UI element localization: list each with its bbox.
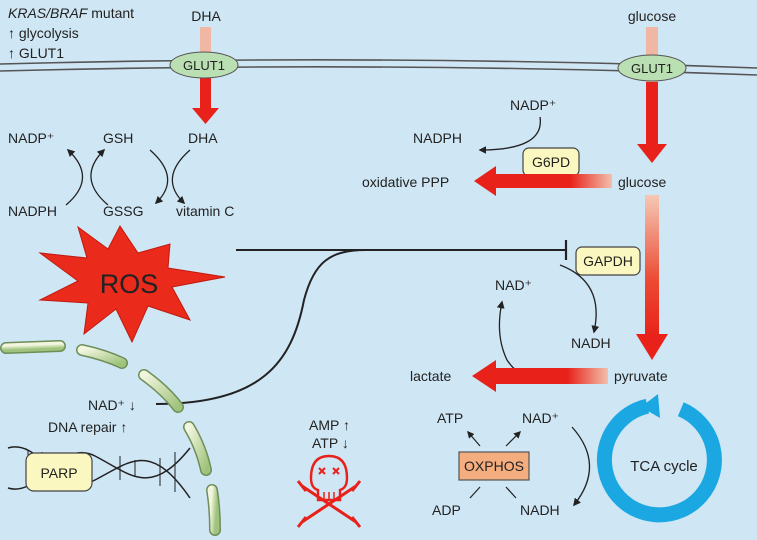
glut1-right-transporter: [617, 54, 687, 82]
lactate-arrow-body: [492, 368, 608, 384]
atp-label: ATP: [437, 410, 463, 426]
vitamin-c-label: vitamin C: [176, 203, 234, 219]
oxphos-to-atp-arrow: [467, 430, 481, 447]
nad-down-label: NAD⁺ ↓: [88, 397, 136, 413]
amp-up-label: AMP ↑: [309, 417, 350, 433]
kras-braf-label: KRAS/BRAF mutant: [8, 5, 134, 21]
adp-to-oxphos-line: [469, 486, 481, 499]
dha-mid-label: DHA: [188, 130, 218, 146]
oxphos-box: [458, 451, 530, 481]
glucose-arrow-head: [637, 144, 667, 163]
glucose-arrow-body: [646, 82, 658, 148]
glut1-left-label: GLUT1: [183, 58, 225, 73]
ros-starburst: [38, 225, 226, 344]
parp-label: PARP: [40, 465, 77, 481]
glucose-mid-label: glucose: [618, 174, 666, 190]
dha-arrow-body: [200, 78, 211, 112]
nadph-right-label: NADPH: [413, 130, 462, 146]
nad-to-nadh-arc: [559, 264, 600, 334]
nad-plus-ox-label: NAD⁺: [522, 410, 559, 426]
gsh-to-gssg-arc: [149, 149, 169, 205]
glycolysis-arrow-head: [636, 334, 668, 360]
up-glut1-label: ↑ GLUT1: [8, 45, 64, 61]
gssg-to-gsh-arc: [90, 148, 109, 206]
lactate-label: lactate: [410, 368, 451, 384]
glut1-left-transporter: [169, 51, 239, 79]
nadph-left-label: NADPH: [8, 203, 57, 219]
nadh-to-oxphos-line: [505, 486, 517, 499]
gapdh-label: GAPDH: [583, 253, 633, 269]
parp-inhibits-gapdh-curve: [155, 249, 367, 405]
tca-cycle-label: TCA cycle: [630, 458, 698, 475]
ros-label: ROS: [100, 269, 159, 299]
nad-plus-cycle-label: NAD⁺: [495, 277, 532, 293]
lactate-arrow-head: [472, 360, 496, 392]
tca-cycle-ring: [596, 398, 722, 523]
g6pd-label: G6PD: [532, 154, 570, 170]
gsh-label: GSH: [103, 130, 133, 146]
nadh-cycle-label: NADH: [571, 335, 611, 351]
ppp-arrow-head: [474, 166, 496, 196]
parp-box: [25, 452, 93, 492]
dha-arrow-head: [192, 108, 219, 124]
adp-label: ADP: [432, 502, 461, 518]
oxphos-to-nad-arrow: [505, 430, 522, 447]
nadh-ox-label: NADH: [520, 502, 560, 518]
atp-down-label: ATP ↓: [312, 435, 349, 451]
nadp-to-nadph-arc: [478, 116, 541, 154]
nad-to-nadh-tca-arc: [571, 426, 591, 507]
up-glycolysis-label: ↑ glycolysis: [8, 25, 79, 41]
nadph-to-nadp-arc: [65, 148, 84, 206]
pyruvate-label: pyruvate: [614, 368, 668, 384]
glut1-right-label: GLUT1: [631, 61, 673, 76]
dha-to-vitaminc-arc: [171, 149, 191, 205]
gapdh-box: [575, 246, 641, 276]
glycolysis-arrow-body: [645, 195, 659, 337]
gssg-label: GSSG: [103, 203, 143, 219]
glucose-top-label: glucose: [628, 8, 676, 24]
nadp-plus-right-label: NADP⁺: [510, 97, 556, 113]
dha-top-label: DHA: [191, 8, 221, 24]
skull-crossbones-icon: [296, 454, 362, 528]
oxphos-label: OXPHOS: [464, 458, 524, 474]
oxidative-ppp-label: oxidative PPP: [362, 174, 449, 190]
dna-repair-up-label: DNA repair ↑: [48, 419, 127, 435]
nuclear-envelope: [0, 340, 221, 536]
ppp-arrow-body: [492, 174, 612, 188]
nadp-plus-left-label: NADP⁺: [8, 130, 54, 146]
tca-cycle-arrowhead: [641, 394, 660, 418]
